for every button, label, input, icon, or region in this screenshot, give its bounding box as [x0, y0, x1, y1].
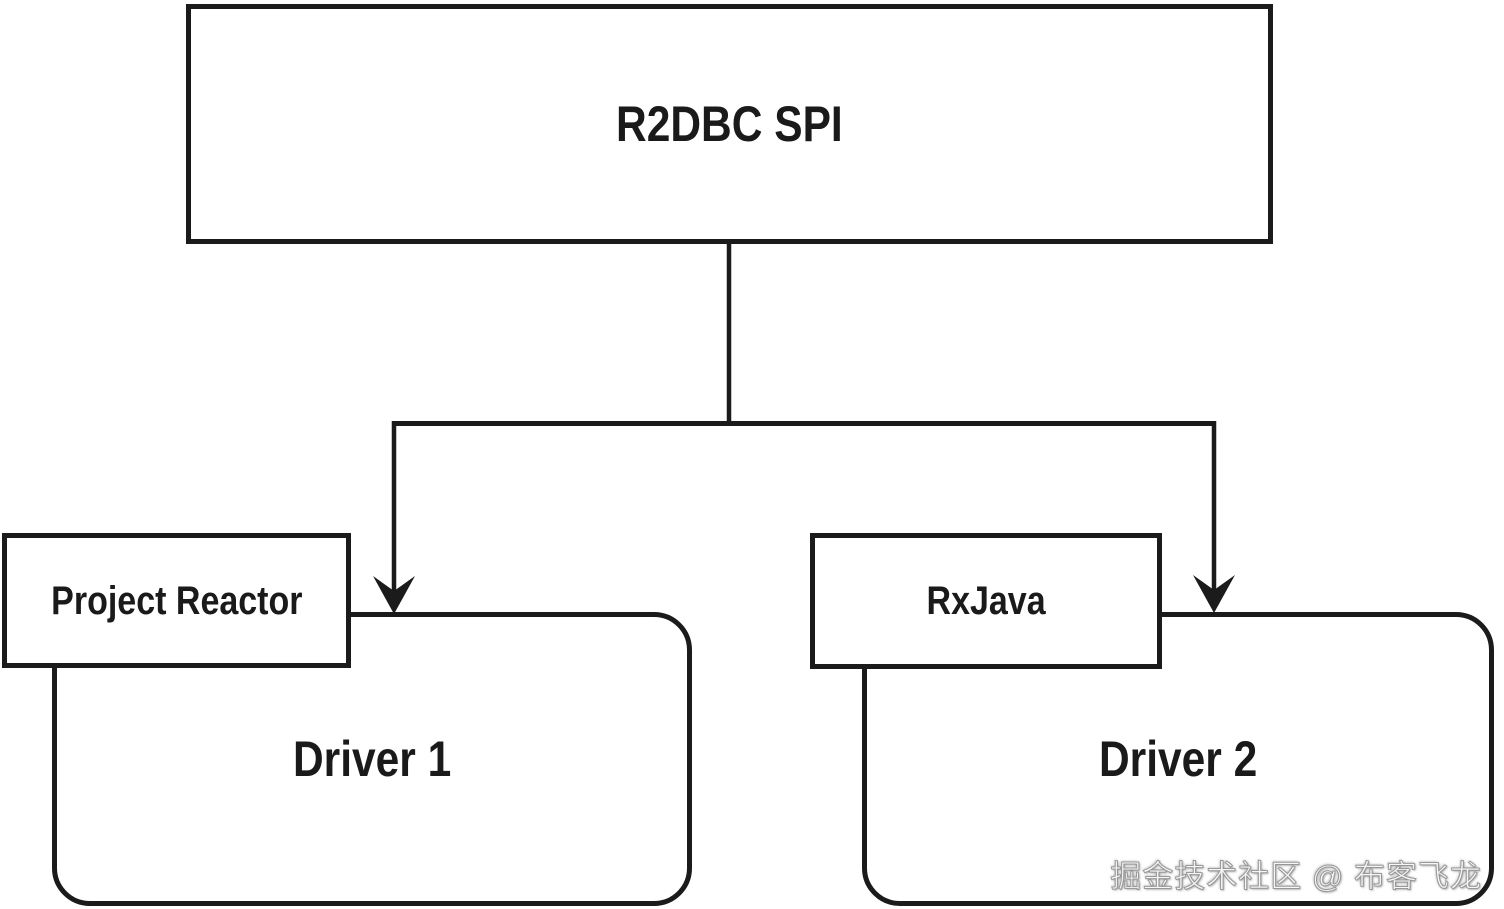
driver-1-label: Driver 1	[292, 731, 452, 787]
r2dbc-spi-label: R2DBC SPI	[616, 96, 843, 152]
project-reactor-box: Project Reactor	[2, 533, 351, 668]
r2dbc-spi-box: R2DBC SPI	[186, 4, 1273, 244]
driver-2-label: Driver 2	[1098, 731, 1258, 787]
rxjava-label: RxJava	[926, 579, 1046, 623]
rxjava-box: RxJava	[810, 533, 1162, 669]
watermark-text: 掘金技术社区 @ 布客飞龙	[1110, 859, 1482, 895]
down-arrow-icon	[373, 576, 415, 614]
down-arrow-icon	[1193, 575, 1235, 613]
project-reactor-label: Project Reactor	[50, 578, 303, 623]
